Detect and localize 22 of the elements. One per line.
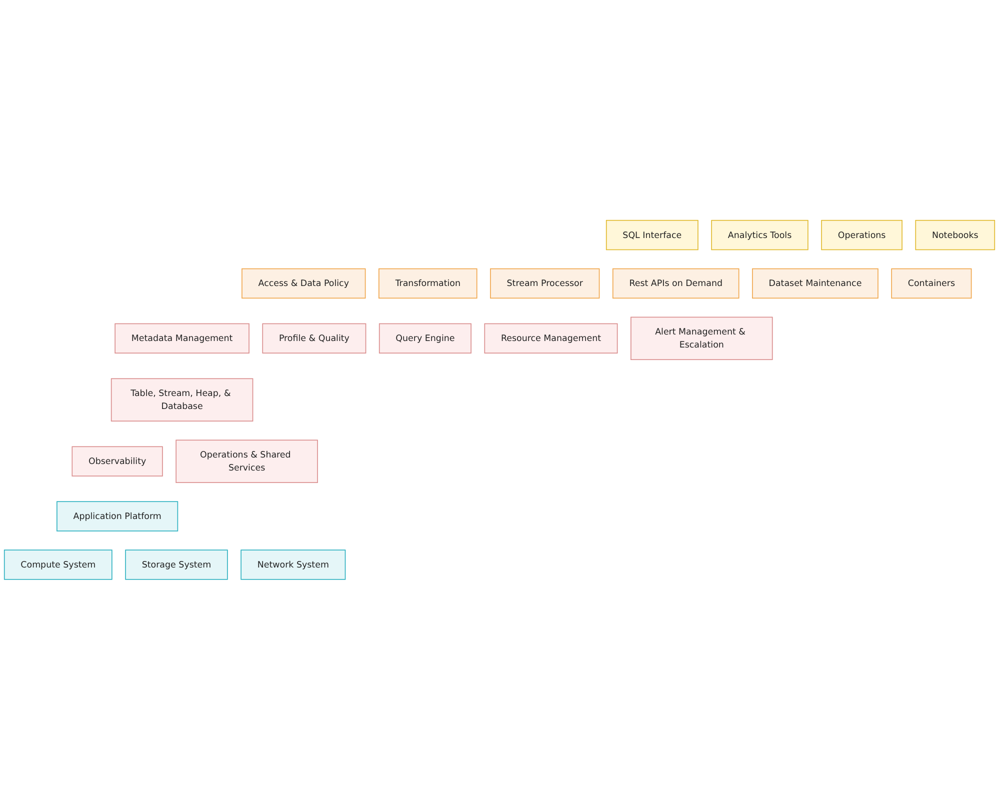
node-box: Rest APIs on Demand (612, 268, 740, 299)
node-box: Dataset Maintenance (752, 268, 878, 299)
node-box: Application Platform (56, 501, 178, 532)
node-box: Access & Data Policy (242, 268, 366, 299)
node-box: Observability (72, 446, 163, 477)
node-box: Table, Stream, Heap, & Database (110, 378, 254, 422)
node-box: Containers (891, 268, 972, 299)
node-box: Operations (821, 220, 902, 250)
node-box: Analytics Tools (711, 220, 808, 250)
node-box: Notebooks (915, 220, 996, 250)
node-box: Storage System (125, 550, 228, 580)
node-box: Compute System (4, 550, 112, 580)
node-box: Operations & Shared Services (176, 440, 318, 484)
node-box: Metadata Management (114, 323, 250, 354)
node-box: Transformation (378, 268, 478, 299)
node-box: Alert Management & Escalation (630, 316, 773, 360)
node-box: Network System (240, 550, 346, 580)
node-box: Stream Processor (490, 268, 600, 299)
node-box: SQL Interface (606, 220, 698, 250)
node-box: Resource Management (484, 323, 618, 354)
node-box: Query Engine (378, 323, 472, 354)
node-box: Profile & Quality (262, 323, 366, 354)
